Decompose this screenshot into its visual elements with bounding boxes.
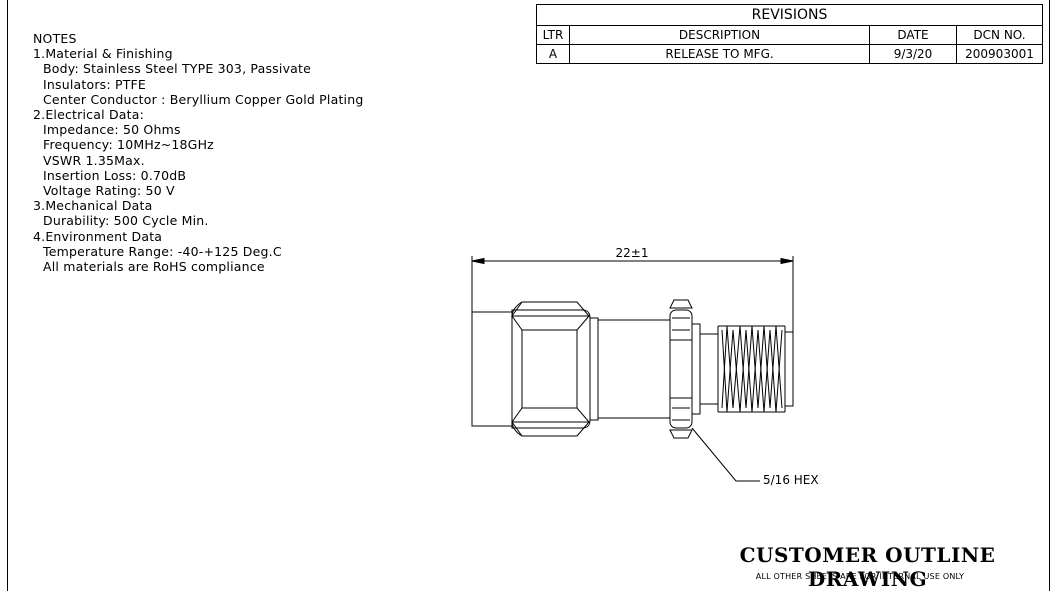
dimension-label: 22±1 (616, 246, 649, 260)
note-line: Frequency: 10MHz~18GHz (43, 137, 214, 153)
revisions-header-description: DESCRIPTION (569, 25, 870, 45)
revisions-header-row: LTR DESCRIPTION DATE DCN NO. (536, 25, 1043, 45)
revision-description: RELEASE TO MFG. (569, 44, 870, 64)
note-line: 1.Material & Finishing (33, 46, 173, 62)
note-line: Center Conductor : Beryllium Copper Gold… (43, 91, 364, 107)
revisions-title: REVISIONS (536, 4, 1043, 26)
revision-date: 9/3/20 (869, 44, 957, 64)
table-row: A RELEASE TO MFG. 9/3/20 200903001 (536, 44, 1043, 64)
note-line: 4.Environment Data (33, 228, 163, 244)
plug-body (471, 311, 513, 427)
drawing-frame-left (7, 0, 8, 591)
dimension-line (471, 256, 794, 334)
note-line: VSWR 1.35Max. (43, 152, 145, 168)
note-line: Temperature Range: -40-+125 Deg.C (43, 243, 282, 259)
revisions-table: REVISIONS LTR DESCRIPTION DATE DCN NO. A… (536, 4, 1043, 64)
revision-dcn: 200903001 (956, 44, 1043, 64)
note-line: Insertion Loss: 0.70dB (43, 167, 187, 183)
note-line: Voltage Rating: 50 V (43, 183, 175, 199)
note-line: 3.Mechanical Data (33, 198, 153, 214)
note-line: 2.Electrical Data: (33, 107, 145, 123)
note-line: Insulators: PTFE (43, 76, 147, 92)
drawing-frame-right (1049, 0, 1050, 591)
title-block-subtitle: ALL OTHER SHEETS ARE FOR INTERNAL USE ON… (755, 572, 965, 581)
hex-label: 5/16 HEX (763, 473, 819, 487)
notes-heading: NOTES (33, 31, 77, 46)
note-line: Body: Stainless Steel TYPE 303, Passivat… (43, 61, 312, 77)
note-line: Impedance: 50 Ohms (43, 122, 181, 138)
panel-hex-nut (669, 299, 693, 439)
note-line: All materials are RoHS compliance (43, 259, 265, 275)
notes-block: NOTES 1.Material & Finishing Body: Stain… (33, 31, 363, 274)
coupling-nut (511, 301, 591, 437)
title-block-title: CUSTOMER OUTLINE DRAWING (739, 543, 996, 591)
note-line: Durability: 500 Cycle Min. (43, 213, 209, 229)
adapter-body (589, 317, 671, 421)
washer (691, 323, 701, 415)
hex-leader-line (691, 427, 760, 482)
threaded-section (699, 325, 794, 413)
